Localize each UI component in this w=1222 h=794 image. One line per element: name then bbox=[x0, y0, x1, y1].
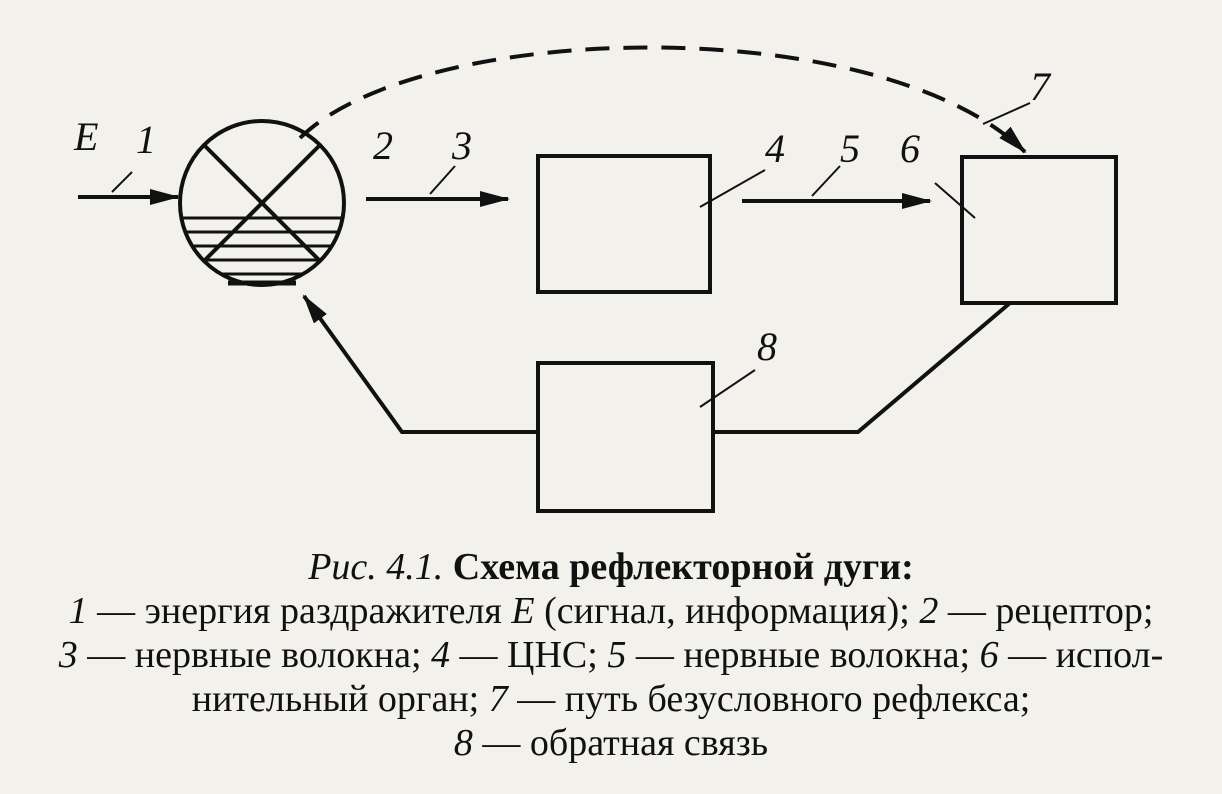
caption-segment: 6 bbox=[979, 634, 999, 676]
label-5: 5 bbox=[840, 126, 860, 171]
feedback-line-in bbox=[713, 301, 1012, 434]
label-E: E bbox=[73, 114, 98, 159]
caption-segment: — нервные волокна; bbox=[77, 634, 432, 676]
caption-line-1: 1 — энергия раздражителя E (сигнал, инфо… bbox=[0, 589, 1222, 633]
caption-line-2: 3 — нервные волокна; 4 — ЦНС; 5 — нервны… bbox=[0, 633, 1222, 677]
label-8: 8 bbox=[757, 324, 777, 369]
caption-line-3: нительный орган; 7 — путь безусловного р… bbox=[0, 677, 1222, 721]
caption-segment: 2 bbox=[919, 590, 939, 632]
figure-title: Схема рефлекторной дуги: bbox=[452, 546, 914, 588]
label-3: 3 bbox=[451, 123, 472, 168]
label-7: 7 bbox=[1030, 64, 1052, 109]
figure-caption: Рис. 4.1. Схема рефлекторной дуги: 1 — э… bbox=[0, 545, 1222, 765]
feedback-box bbox=[536, 361, 715, 513]
caption-segment: нительный орган; bbox=[191, 678, 489, 720]
caption-segment: 1 bbox=[68, 590, 88, 632]
receptor-circle bbox=[178, 119, 346, 287]
caption-line-4: 8 — обратная связь bbox=[0, 721, 1222, 765]
label-6: 6 bbox=[900, 126, 920, 171]
label-1: 1 bbox=[136, 117, 156, 162]
caption-segment: — испол- bbox=[998, 634, 1164, 676]
caption-segment: (сигнал, информация); bbox=[534, 590, 920, 632]
caption-segment: 4 bbox=[431, 634, 451, 676]
caption-segment: 8 bbox=[453, 722, 473, 764]
caption-segment: 7 bbox=[488, 678, 508, 720]
label-4: 4 bbox=[765, 126, 785, 171]
label-2: 2 bbox=[373, 123, 393, 168]
caption-segment: — ЦНС; bbox=[450, 634, 608, 676]
feedback-line-out bbox=[302, 294, 538, 434]
caption-title-line: Рис. 4.1. Схема рефлекторной дуги: bbox=[0, 545, 1222, 589]
caption-segment: — путь безусловного рефлекса; bbox=[507, 678, 1031, 720]
reflex-arc-diagram: E 1 2 3 4 5 6 7 8 bbox=[73, 45, 1118, 513]
unconditioned-reflex-path bbox=[298, 45, 1027, 154]
caption-segment: 3 bbox=[58, 634, 78, 676]
caption-segment: — обратная связь bbox=[472, 722, 769, 764]
caption-segment: E bbox=[511, 590, 535, 632]
caption-segment: — нервные волокна; bbox=[626, 634, 980, 676]
caption-segment: 5 bbox=[607, 634, 627, 676]
figure-reference: Рис. 4.1. bbox=[308, 546, 444, 588]
caption-segment: — энергия раздражителя bbox=[87, 590, 512, 632]
cns-box bbox=[536, 154, 712, 294]
caption-segment: — рецептор; bbox=[938, 590, 1154, 632]
effector-box bbox=[960, 155, 1118, 305]
